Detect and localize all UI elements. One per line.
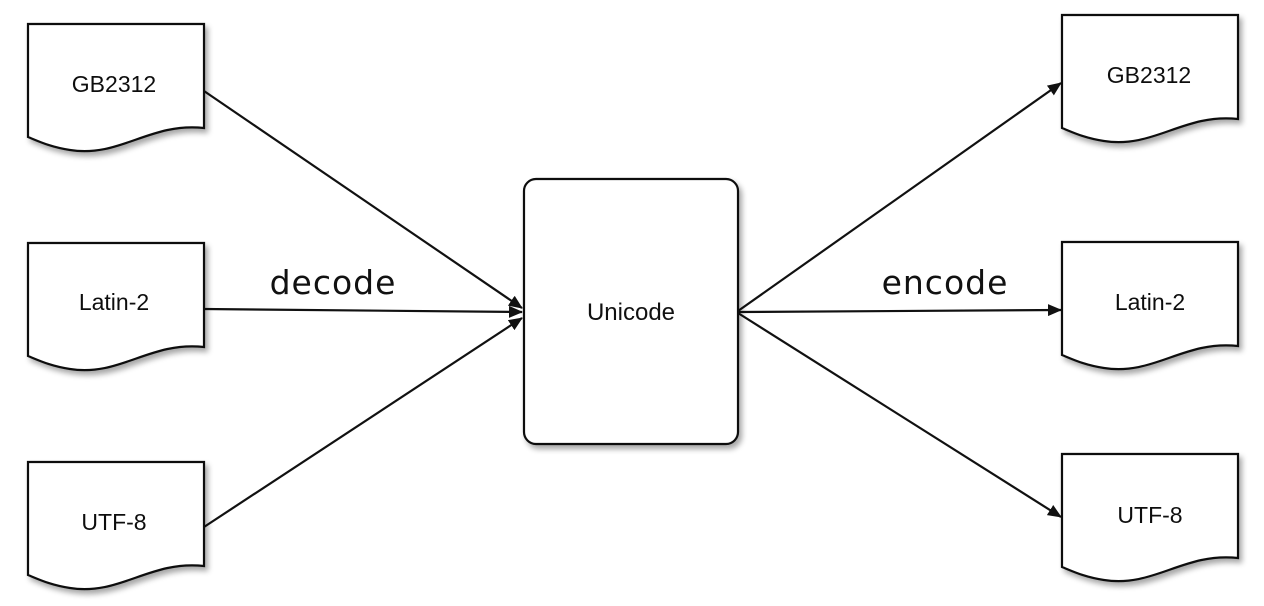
- target-doc-utf8: UTF-8: [1060, 452, 1240, 583]
- source-doc-latin2: Latin-2: [26, 241, 206, 372]
- unicode-node: Unicode: [522, 177, 740, 446]
- target-doc-gb2312: GB2312: [1060, 13, 1240, 144]
- decode-arrow-utf8: [203, 317, 523, 528]
- source-doc-label: Latin-2: [79, 289, 149, 315]
- decode-arrow-gb2312: [203, 90, 523, 309]
- target-doc-label: GB2312: [1107, 62, 1191, 88]
- source-doc-gb2312: GB2312: [26, 22, 206, 153]
- encode-label: encode: [882, 263, 1009, 302]
- source-doc-label: GB2312: [72, 71, 156, 97]
- encode-arrow-utf8: [737, 312, 1062, 518]
- decode-label: decode: [270, 263, 397, 302]
- source-doc-label: UTF-8: [81, 509, 146, 535]
- target-doc-label: UTF-8: [1117, 502, 1182, 528]
- target-doc-latin2: Latin-2: [1060, 240, 1240, 371]
- decode-arrow-latin2: [203, 305, 523, 318]
- encode-arrow-latin2: [737, 304, 1062, 317]
- source-doc-utf8: UTF-8: [26, 460, 206, 591]
- encode-arrow-gb2312: [737, 82, 1062, 312]
- target-doc-label: Latin-2: [1115, 289, 1185, 315]
- unicode-label: Unicode: [587, 299, 675, 326]
